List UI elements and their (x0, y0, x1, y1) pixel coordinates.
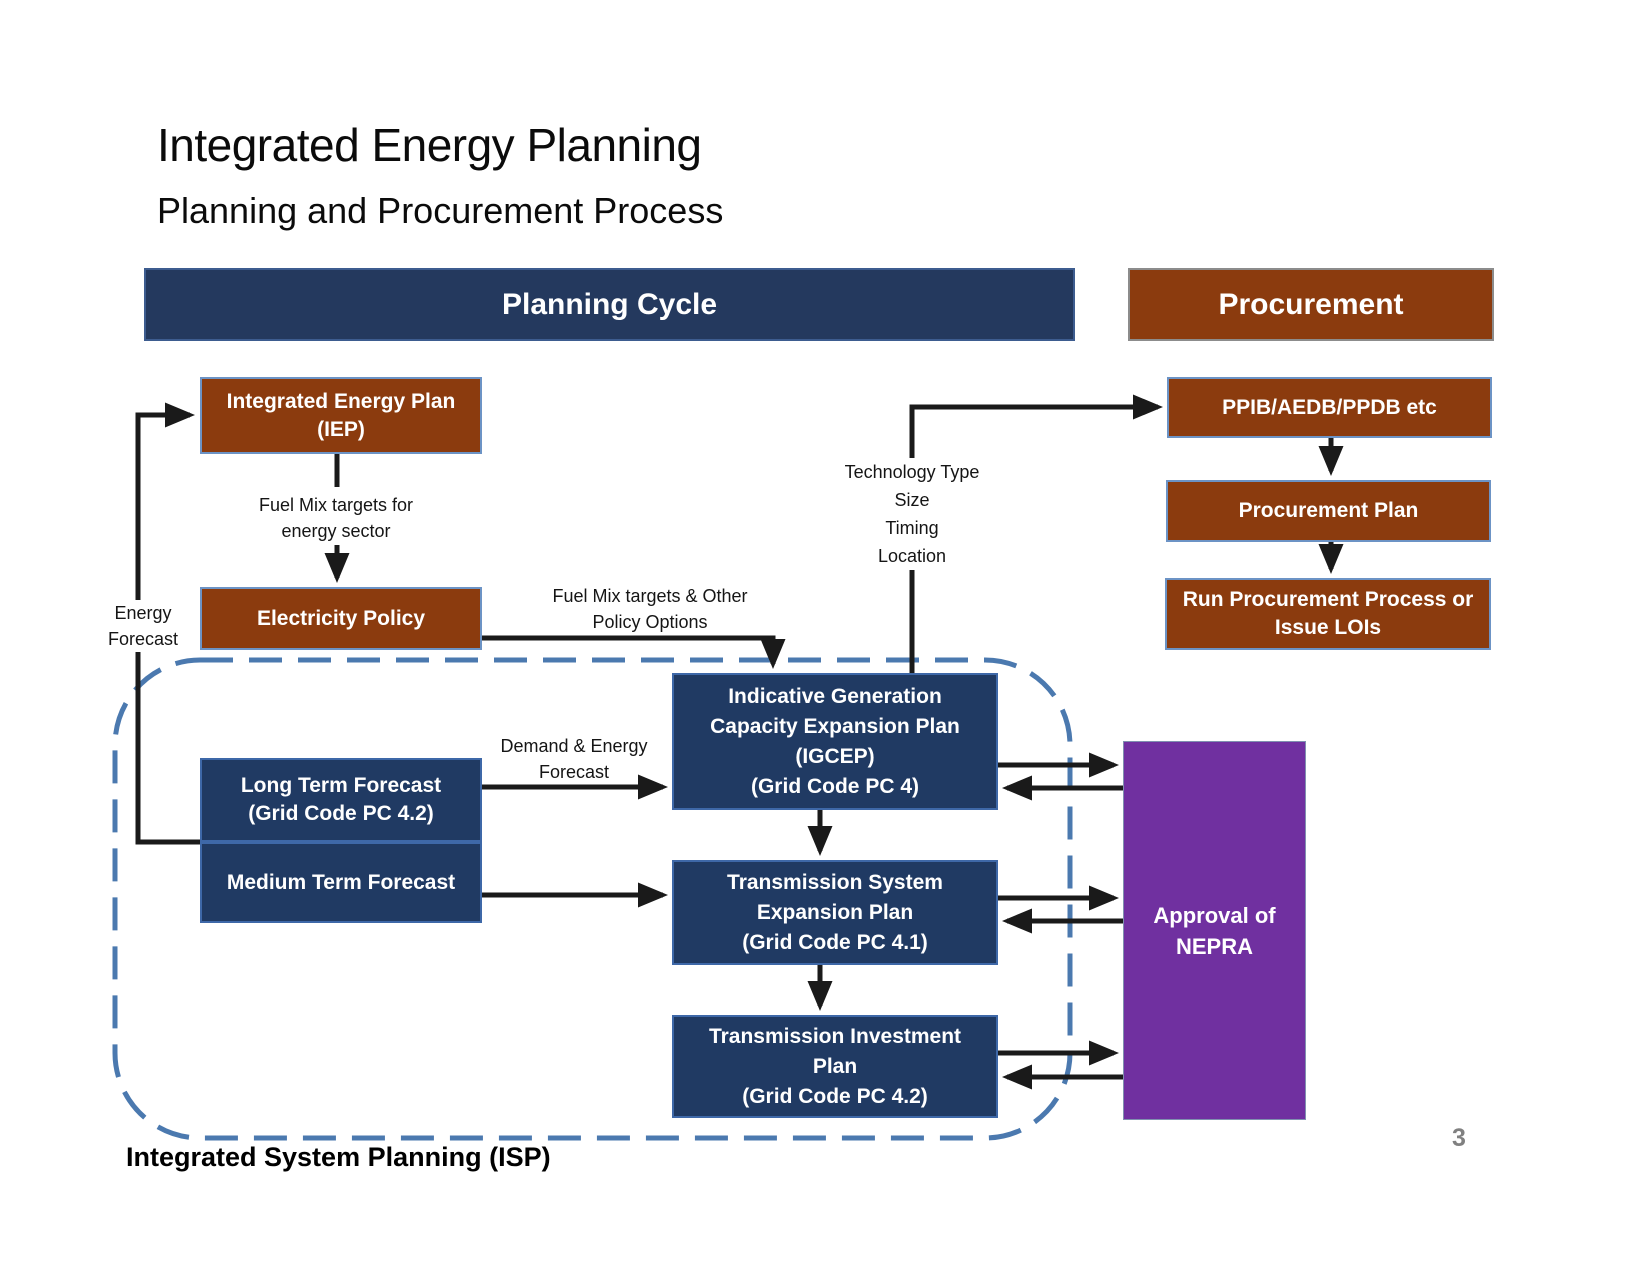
nepra-line-2: NEPRA (1175, 933, 1253, 959)
nepra-line-1: Approval of (1153, 902, 1276, 928)
mtf-label: Medium Term Forecast (226, 870, 456, 894)
page-number: 3 (1452, 1124, 1466, 1152)
label-demand-energy-forecast: Demand & Energy Forecast (494, 733, 654, 785)
igcep-line-4: (Grid Code PC 4) (750, 774, 919, 798)
box-transmission-system-expansion-plan: Transmission System Expansion Plan (Grid… (672, 860, 998, 965)
ltf-line-1: Long Term Forecast (240, 774, 442, 797)
label-technology-type-size-timing-location: Technology Type Size Timing Location (837, 458, 987, 570)
header-procurement: Procurement (1128, 268, 1494, 341)
run-line-1: Run Procurement Process or (1182, 588, 1474, 611)
iep-line-2: (IEP) (317, 417, 365, 441)
fuel-mix-policy-line-2: Policy Options (592, 612, 708, 632)
run-line-2: Issue LOIs (1274, 616, 1382, 639)
electricity-policy-label: Electricity Policy (256, 606, 426, 630)
slide-title: Integrated Energy Planning (157, 119, 702, 171)
header-procurement-label: Procurement (1218, 287, 1404, 321)
header-planning-cycle-label: Planning Cycle (501, 287, 718, 321)
box-medium-term-forecast: Medium Term Forecast (200, 842, 482, 923)
ppib-label: PPIB/AEDB/PPDB etc (1222, 395, 1437, 419)
tsep-line-3: (Grid Code PC 4.1) (742, 930, 928, 954)
procurement-plan-label: Procurement Plan (1238, 499, 1419, 522)
iep-line-1: Integrated Energy Plan (226, 389, 456, 413)
label-integrated-system-planning: Integrated System Planning (ISP) (126, 1142, 551, 1172)
fuel-mix-iep-line-2: energy sector (281, 521, 391, 541)
isp-dashed-border (112, 657, 1073, 1141)
box-approval-of-nepra: Approval of NEPRA (1123, 741, 1306, 1120)
ltf-line-2: (Grid Code PC 4.2) (248, 802, 434, 825)
box-igcep: Indicative Generation Capacity Expansion… (672, 673, 998, 810)
box-ppib-aedb-ppdb: PPIB/AEDB/PPDB etc (1167, 377, 1492, 438)
arrow-igcep-to-ppib (909, 394, 1163, 673)
demand-energy-line-2: Forecast (538, 762, 610, 782)
label-fuel-mix-targets-policy-options: Fuel Mix targets & Other Policy Options (525, 583, 775, 635)
box-electricity-policy: Electricity Policy (200, 587, 482, 650)
energy-forecast-line-1: Energy (114, 603, 172, 623)
igcep-line-1: Indicative Generation (728, 684, 942, 708)
label-fuel-mix-targets-energy-sector: Fuel Mix targets for energy sector (211, 492, 461, 544)
arrow-policy-to-igcep (482, 635, 786, 669)
technology-line-3: Timing (885, 518, 939, 538)
box-transmission-investment-plan: Transmission Investment Plan (Grid Code … (672, 1015, 998, 1118)
tip-line-3: (Grid Code PC 4.2) (742, 1084, 928, 1108)
energy-forecast-line-2: Forecast (107, 629, 179, 649)
slide-subtitle: Planning and Procurement Process (157, 190, 724, 231)
tsep-line-1: Transmission System (727, 870, 943, 894)
box-run-procurement-process: Run Procurement Process or Issue LOIs (1165, 578, 1491, 650)
technology-line-2: Size (894, 490, 930, 510)
technology-line-4: Location (877, 546, 947, 566)
demand-energy-line-1: Demand & Energy (500, 736, 648, 756)
label-energy-forecast: Energy Forecast (95, 600, 191, 652)
technology-line-1: Technology Type (844, 462, 980, 482)
box-procurement-plan: Procurement Plan (1166, 480, 1491, 542)
igcep-line-3: (IGCEP) (795, 744, 875, 768)
tip-line-1: Transmission Investment (708, 1024, 962, 1048)
tip-line-2: Plan (812, 1054, 858, 1078)
box-integrated-energy-plan: Integrated Energy Plan (IEP) (200, 377, 482, 454)
header-planning-cycle: Planning Cycle (144, 268, 1075, 341)
fuel-mix-iep-line-1: Fuel Mix targets for (258, 495, 414, 515)
box-long-term-forecast: Long Term Forecast (Grid Code PC 4.2) (200, 758, 482, 842)
igcep-line-2: Capacity Expansion Plan (710, 714, 960, 738)
fuel-mix-policy-line-1: Fuel Mix targets & Other (552, 586, 748, 606)
tsep-line-2: Expansion Plan (756, 900, 914, 924)
